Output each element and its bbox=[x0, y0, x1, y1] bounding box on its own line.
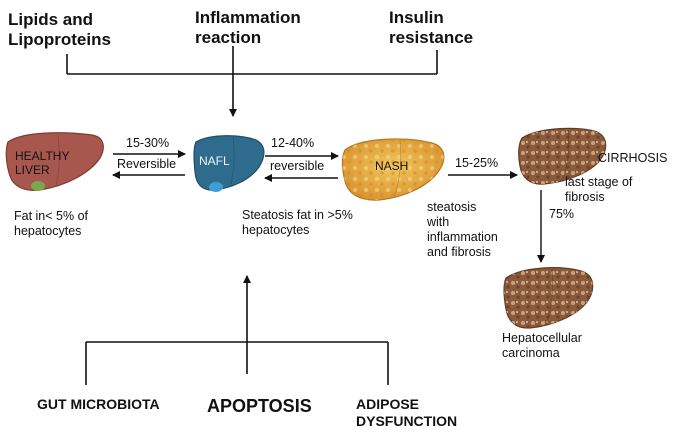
factor-lipids-line2: Lipoproteins bbox=[8, 30, 111, 49]
desc-nafl-line1: Steatosis fat in >5% bbox=[242, 208, 353, 222]
desc-nafl-line2: hepatocytes bbox=[242, 223, 310, 237]
nash-liver-icon bbox=[341, 138, 445, 201]
factor-adipose-line1: ADIPOSE bbox=[356, 396, 420, 412]
desc-nash-line2: with bbox=[427, 215, 450, 229]
healthy-liver-icon bbox=[5, 132, 104, 191]
note-healthy-nafl: Reversible bbox=[117, 157, 177, 171]
note-nafl-nash: reversible bbox=[270, 159, 325, 173]
desc-nash-line3: inflammation bbox=[427, 230, 498, 244]
stage-nafl: NAFL bbox=[199, 154, 230, 168]
pct-nafl-nash: 12-40% bbox=[271, 136, 315, 150]
factor-inflammation-line2: reaction bbox=[195, 28, 262, 47]
hcc-liver-icon bbox=[503, 267, 594, 329]
factor-lipids-line1: Lipids and bbox=[8, 10, 93, 29]
bottom-factor-bracket bbox=[85, 341, 389, 385]
desc-nash-line1: steatosis bbox=[427, 200, 477, 214]
stage-hcc-line1: Hepatocellular bbox=[502, 331, 582, 345]
pct-nash-cirrhosis: 15-25% bbox=[455, 156, 499, 170]
stage-cirrhosis: CIRRHOSIS bbox=[598, 151, 668, 165]
cirrhosis-liver-icon bbox=[518, 127, 607, 185]
desc-healthy-line2: hepatocytes bbox=[14, 224, 82, 238]
stage-hcc-line2: carcinoma bbox=[502, 346, 560, 360]
top-factor-bracket bbox=[66, 46, 438, 75]
desc-cirrhosis-line2: fibrosis bbox=[565, 190, 605, 204]
desc-nash-line4: and fibrosis bbox=[427, 245, 491, 259]
nafl-liver-icon bbox=[193, 135, 265, 192]
pct-cirrhosis-hcc: 75% bbox=[549, 207, 575, 221]
factor-gut-microbiota: GUT MICROBIOTA bbox=[37, 396, 160, 412]
factor-apoptosis: APOPTOSIS bbox=[207, 396, 312, 416]
factor-adipose-line2: DYSFUNCTION bbox=[356, 413, 458, 429]
desc-cirrhosis-line1: last stage of bbox=[565, 175, 633, 189]
factor-insulin-line2: resistance bbox=[389, 28, 474, 47]
desc-healthy-line1: Fat in< 5% of bbox=[14, 209, 88, 223]
factor-inflammation-line1: Inflammation bbox=[195, 8, 301, 27]
stage-healthy-line2: LIVER bbox=[15, 163, 50, 177]
stage-nash: NASH bbox=[375, 159, 409, 173]
pct-healthy-nafl: 15-30% bbox=[126, 136, 170, 150]
stage-healthy-line1: HEALTHY bbox=[15, 149, 70, 163]
factor-insulin-line1: Insulin bbox=[389, 8, 444, 27]
